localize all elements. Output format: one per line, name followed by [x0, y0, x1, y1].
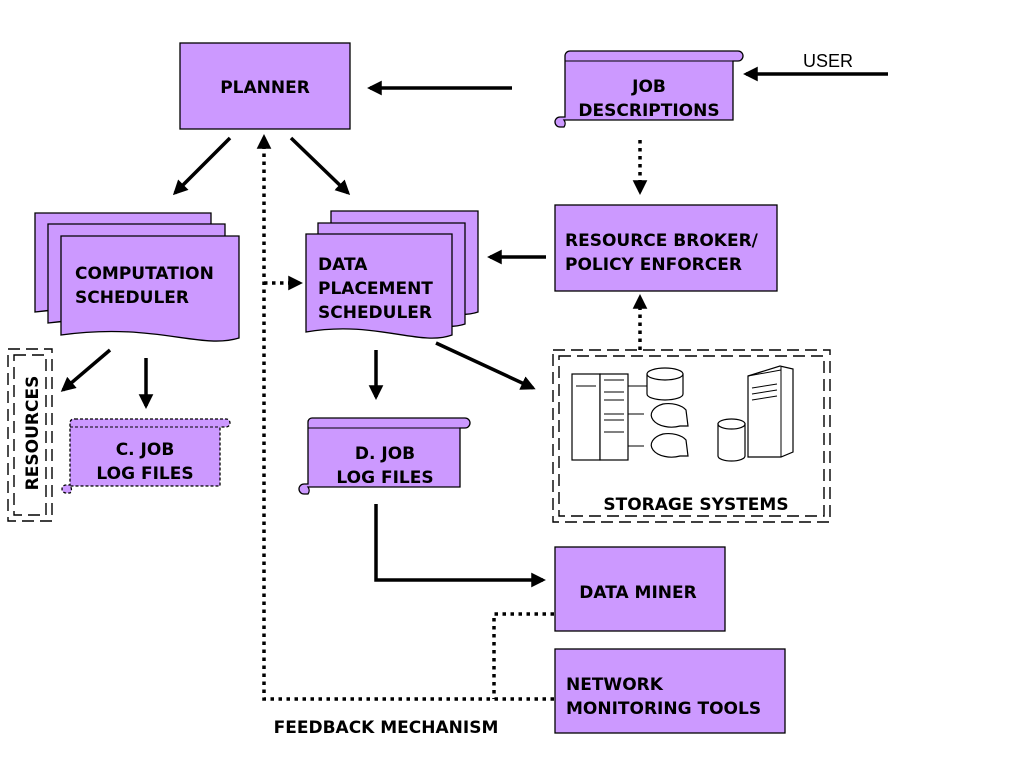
c-job-log-files-label-line1: C. JOB — [116, 440, 175, 460]
planner-node: PLANNER — [179, 42, 351, 130]
computation-scheduler-node: COMPUTATION SCHEDULER — [34, 212, 240, 342]
feedback-mechanism-label: FEEDBACK MECHANISM — [274, 718, 499, 738]
tower-server-icon — [747, 365, 794, 458]
resources-node: RESOURCES — [7, 348, 53, 522]
resource-broker-label-line2: POLICY ENFORCER — [565, 255, 742, 275]
job-descriptions-node: JOB DESCRIPTIONS — [554, 50, 744, 128]
arrow-computation-to-resources — [60, 348, 112, 392]
network-monitoring-label-line1: NETWORK — [566, 675, 664, 695]
disk-cylinder-icon — [646, 367, 684, 401]
arrow-data-placement-to-storage — [435, 341, 536, 390]
resource-broker-node: RESOURCE BROKER/ POLICY ENFORCER — [554, 204, 778, 292]
data-placement-scheduler-node: DATA PLACEMENT SCHEDULER — [305, 210, 479, 339]
network-monitoring-tools-node: NETWORK MONITORING TOOLS — [554, 648, 786, 734]
d-job-log-files-label-line1: D. JOB — [355, 444, 415, 464]
data-placement-label-line1: DATA — [318, 255, 368, 275]
arrow-d-job-log-to-data-miner — [374, 504, 546, 588]
storage-systems-label: STORAGE SYSTEMS — [603, 495, 788, 515]
d-job-log-files-label-line2: LOG FILES — [336, 468, 433, 488]
storage-systems-node: STORAGE SYSTEMS — [552, 349, 831, 523]
job-descriptions-label-line1: JOB — [631, 77, 666, 97]
data-miner-node: DATA MINER — [554, 546, 726, 632]
connectors — [60, 66, 888, 701]
data-miner-label: DATA MINER — [579, 583, 696, 603]
disk-cylinder-icon — [717, 418, 746, 462]
resources-label: RESOURCES — [23, 376, 43, 491]
tape-drive-icon — [650, 403, 689, 428]
job-descriptions-label-line2: DESCRIPTIONS — [578, 101, 719, 121]
tape-drive-icon — [650, 433, 689, 458]
user-label: USER — [803, 51, 853, 71]
feedback-to-planner-path — [256, 134, 554, 701]
c-job-log-files-label-line2: LOG FILES — [96, 464, 193, 484]
computation-scheduler-label-line1: COMPUTATION — [75, 264, 214, 284]
computation-scheduler-label-line2: SCHEDULER — [75, 288, 189, 308]
data-placement-label-line2: PLACEMENT — [318, 279, 433, 299]
feedback-loop-path — [492, 612, 554, 699]
network-monitoring-label-line2: MONITORING TOOLS — [566, 699, 761, 719]
c-job-log-files-node: C. JOB LOG FILES — [61, 418, 231, 494]
arrow-planner-to-data-placement — [289, 136, 351, 196]
resource-broker-label-line1: RESOURCE BROKER/ — [565, 231, 759, 251]
data-placement-label-line3: SCHEDULER — [318, 303, 432, 323]
arrow-planner-to-computation-scheduler — [172, 136, 232, 196]
planner-label: PLANNER — [220, 78, 310, 98]
d-job-log-files-node: D. JOB LOG FILES — [298, 417, 471, 495]
server-rack-icon — [571, 373, 648, 461]
